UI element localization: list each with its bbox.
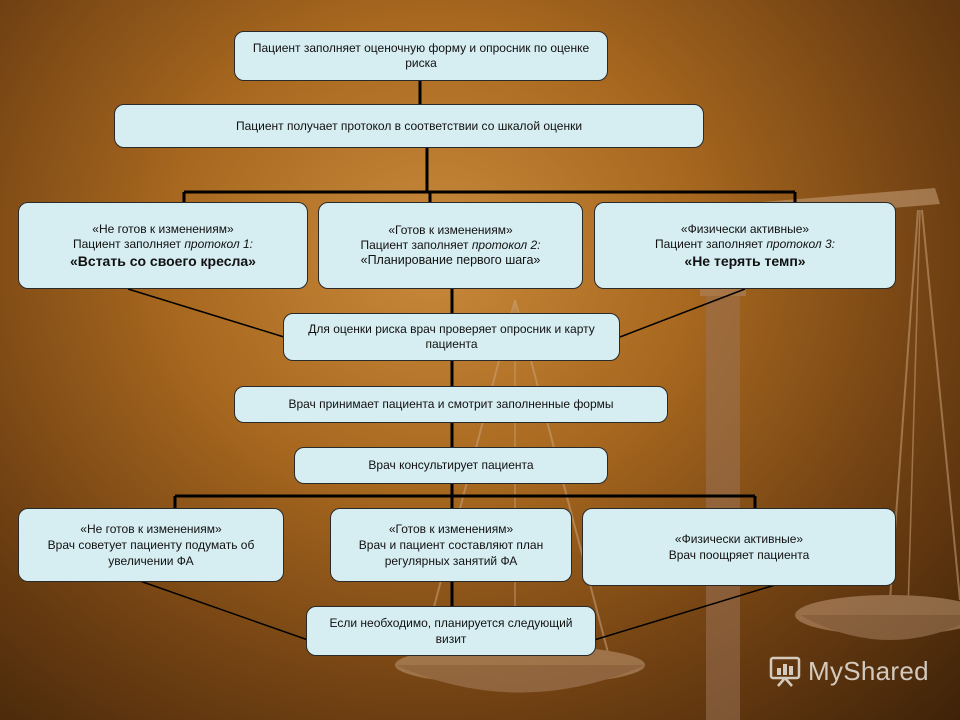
risk-check-text: Для оценки риска врач проверяет опросник… [308, 322, 595, 351]
not-ready-protocol-line: Пациент заполняет протокол 1: [73, 237, 253, 252]
active-protocol-italic: протокол 3: [766, 236, 835, 251]
ready-protocol-italic: протокол 2: [471, 238, 541, 252]
outcome-not-ready-text: Врач советует пациенту подумать об увели… [47, 538, 255, 568]
active-program: «Не терять темп» [684, 252, 806, 269]
next-visit-text: Если необходимо, планируется следующий в… [329, 616, 573, 646]
box-not-ready: «Не готов к изменениям» Пациент заполняе… [18, 202, 308, 289]
box-outcome-not-ready: «Не готов к изменениям» Врач советует па… [18, 508, 284, 582]
not-ready-program: «Встать со своего кресла» [70, 252, 256, 269]
box-ready: «Готов к изменениям» Пациент заполняет п… [318, 202, 583, 289]
box-outcome-ready: «Готов к изменениям» Врач и пациент сост… [330, 508, 572, 582]
box-outcome-active: «Физически активные» Врач поощряет пацие… [582, 508, 896, 586]
not-ready-title: «Не готов к изменениям» [92, 221, 234, 236]
box-doctor-consults: Врач консультирует пациента [294, 447, 608, 484]
box-receive-protocol-text: Пациент получает протокол в соответствии… [235, 118, 583, 133]
not-ready-protocol-italic: протокол 1: [184, 236, 253, 251]
box-fill-risk-form-text: Пациент заполняет оценочную форму и опро… [252, 41, 590, 70]
box-fill-risk-form: Пациент заполняет оценочную форму и опро… [234, 31, 608, 81]
box-receive-protocol: Пациент получает протокол в соответствии… [114, 104, 704, 148]
ready-program: «Планирование первого шага» [360, 253, 541, 267]
box-physically-active: «Физически активные» Пациент заполняет п… [594, 202, 896, 289]
doctor-receives-text: Врач принимает пациента и смотрит заполн… [288, 397, 614, 411]
ready-title: «Готов к изменениям» [388, 223, 513, 237]
doctor-consults-text: Врач консультирует пациента [368, 458, 534, 472]
watermark-text: MyShared [808, 655, 929, 686]
not-ready-protocol-plain: Пациент заполняет [73, 236, 185, 251]
presentation-icon [769, 656, 801, 687]
box-risk-check: Для оценки риска врач проверяет опросник… [283, 313, 620, 361]
ready-protocol-plain: Пациент заполняет [360, 238, 472, 252]
outcome-ready-text: Врач и пациент составляют план регулярны… [358, 538, 544, 568]
ready-protocol-line: Пациент заполняет протокол 2: [361, 238, 541, 253]
active-protocol-line: Пациент заполняет протокол 3: [655, 237, 835, 252]
outcome-active-text: Врач поощряет пациента [668, 548, 810, 562]
box-next-visit: Если необходимо, планируется следующий в… [306, 606, 596, 656]
outcome-active-title: «Физически активные» [674, 532, 804, 546]
active-title: «Физически активные» [680, 221, 810, 236]
watermark-logo: MyShared [768, 654, 929, 688]
box-doctor-receives: Врач принимает пациента и смотрит заполн… [234, 386, 668, 423]
outcome-ready-title: «Готов к изменениям» [388, 522, 514, 536]
outcome-not-ready-title: «Не готов к изменениям» [80, 522, 222, 536]
active-protocol-plain: Пациент заполняет [655, 236, 767, 251]
